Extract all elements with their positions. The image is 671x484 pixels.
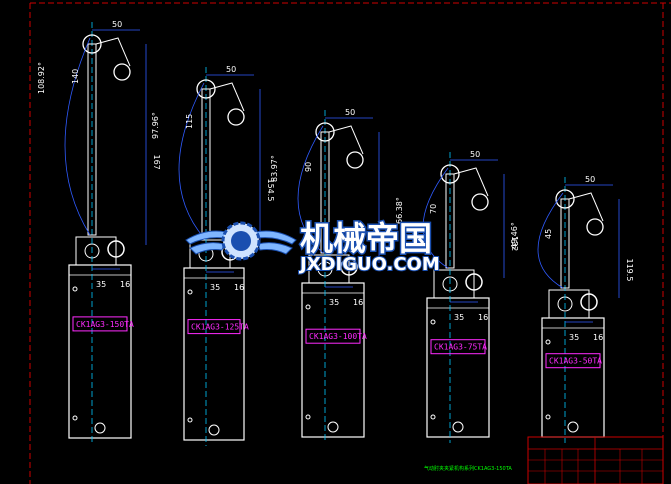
bolt-icon: [305, 304, 311, 310]
dim-span-label: 35: [329, 298, 339, 307]
bolt-icon: [72, 286, 78, 292]
swing-arc: [64, 37, 91, 236]
arm-link: [568, 192, 604, 222]
title-block: [527, 436, 664, 484]
head-block: [433, 269, 475, 299]
model-label: CK1AG3-50TA: [549, 357, 602, 366]
dim-angle-label: 97.96°: [151, 112, 160, 139]
dim-height-label: 119.5: [625, 259, 634, 282]
dim-height-label: 154.5: [266, 179, 275, 202]
dim-stroke-label: 115: [185, 114, 194, 129]
bolt-icon: [545, 414, 551, 420]
clamp-arm: [445, 173, 455, 269]
dim-top-label: 50: [112, 20, 122, 29]
roller-icon: [340, 258, 358, 276]
dim-edge-label: 16: [478, 313, 488, 322]
swing-arc: [178, 82, 205, 239]
roller-icon: [107, 240, 125, 258]
roller-icon: [580, 293, 598, 311]
dim-span-label: 35: [96, 280, 106, 289]
arm-pivot-icon: [82, 34, 102, 54]
arm-link: [328, 125, 364, 155]
head-block: [548, 289, 590, 319]
model-label-box: [430, 339, 486, 355]
clamp-arm: [87, 43, 97, 236]
arm-pivot-icon: [555, 189, 575, 209]
dim-edge-label: 16: [593, 333, 603, 342]
model-label-box: [72, 316, 128, 332]
bolt-icon: [187, 289, 193, 295]
dim-stroke-label: 90: [304, 162, 313, 172]
dim-top-label: 50: [226, 65, 236, 74]
model-label: CK1AG3-75TA: [434, 343, 487, 352]
dim-span-label: 35: [454, 313, 464, 322]
watermark-en: JXDIGUO.COM: [298, 254, 440, 275]
clamp-arm: [320, 131, 330, 254]
dim-edge-label: 16: [120, 280, 130, 289]
arm-roller-icon: [471, 193, 489, 211]
arm-link: [209, 82, 245, 112]
port-icon: [452, 421, 464, 433]
model-label-box: [545, 353, 601, 369]
model-label-box: [305, 328, 361, 344]
swing-arc: [537, 192, 564, 289]
title-block-frame: [527, 436, 664, 484]
dim-angle-label: 108.92°: [37, 62, 46, 94]
dim-stroke-label: 70: [429, 204, 438, 214]
dim-top-label: 50: [585, 175, 595, 184]
dim-top-label: 50: [470, 150, 480, 159]
right-wing-icon: [257, 242, 293, 255]
arm-roller-icon: [227, 108, 245, 126]
arm-link: [453, 167, 489, 197]
arm-pivot-icon: [440, 164, 460, 184]
dim-edge-label: 16: [234, 283, 244, 292]
dim-span-label: 35: [210, 283, 220, 292]
dim-stroke-label: 45: [544, 229, 553, 239]
port-icon: [94, 422, 106, 434]
swing-arc: [297, 125, 324, 254]
model-label-box: [187, 319, 241, 335]
bolt-icon: [72, 415, 78, 421]
bolt-icon: [305, 414, 311, 420]
port-icon: [567, 421, 579, 433]
dim-height-label: 167: [152, 155, 161, 170]
dim-height-label: 132: [510, 236, 519, 251]
left-wing-icon: [189, 242, 225, 255]
drawing-note: 气动肘夹夹紧机构系列CK1AG3-150TA: [424, 465, 512, 472]
model-label: CK1AG3-125TA: [191, 323, 249, 332]
roller-icon: [465, 273, 483, 291]
head-block: [75, 236, 117, 266]
port-icon: [327, 421, 339, 433]
arm-roller-icon: [113, 63, 131, 81]
clamp-arm: [560, 198, 570, 289]
dim-angle-label: 83.97°: [270, 155, 279, 182]
watermark-cn: 机械帝国: [300, 219, 432, 258]
winged-gear-logo: [185, 221, 297, 261]
model-label: CK1AG3-150TA: [76, 320, 134, 329]
dim-top-label: 50: [345, 108, 355, 117]
bolt-icon: [430, 414, 436, 420]
arm-link: [95, 37, 131, 67]
arm-roller-icon: [586, 218, 604, 236]
bolt-icon: [430, 319, 436, 325]
port-icon: [208, 424, 220, 436]
dim-edge-label: 16: [353, 298, 363, 307]
bolt-icon: [187, 417, 193, 423]
head-block: [308, 254, 350, 284]
swing-arc: [422, 167, 449, 269]
gear-hub-icon: [231, 231, 251, 251]
arm-roller-icon: [346, 151, 364, 169]
arm-pivot-icon: [196, 79, 216, 99]
bolt-icon: [545, 339, 551, 345]
arm-pivot-icon: [315, 122, 335, 142]
model-label: CK1AG3-100TA: [309, 332, 367, 341]
dim-angle-label: 49.46°: [510, 222, 519, 249]
dim-angle-label: 66.38°: [395, 197, 404, 224]
dim-span-label: 35: [569, 333, 579, 342]
watermark: 机械帝国 JXDIGUO.COM: [185, 218, 441, 276]
dim-stroke-label: 140: [71, 69, 80, 84]
